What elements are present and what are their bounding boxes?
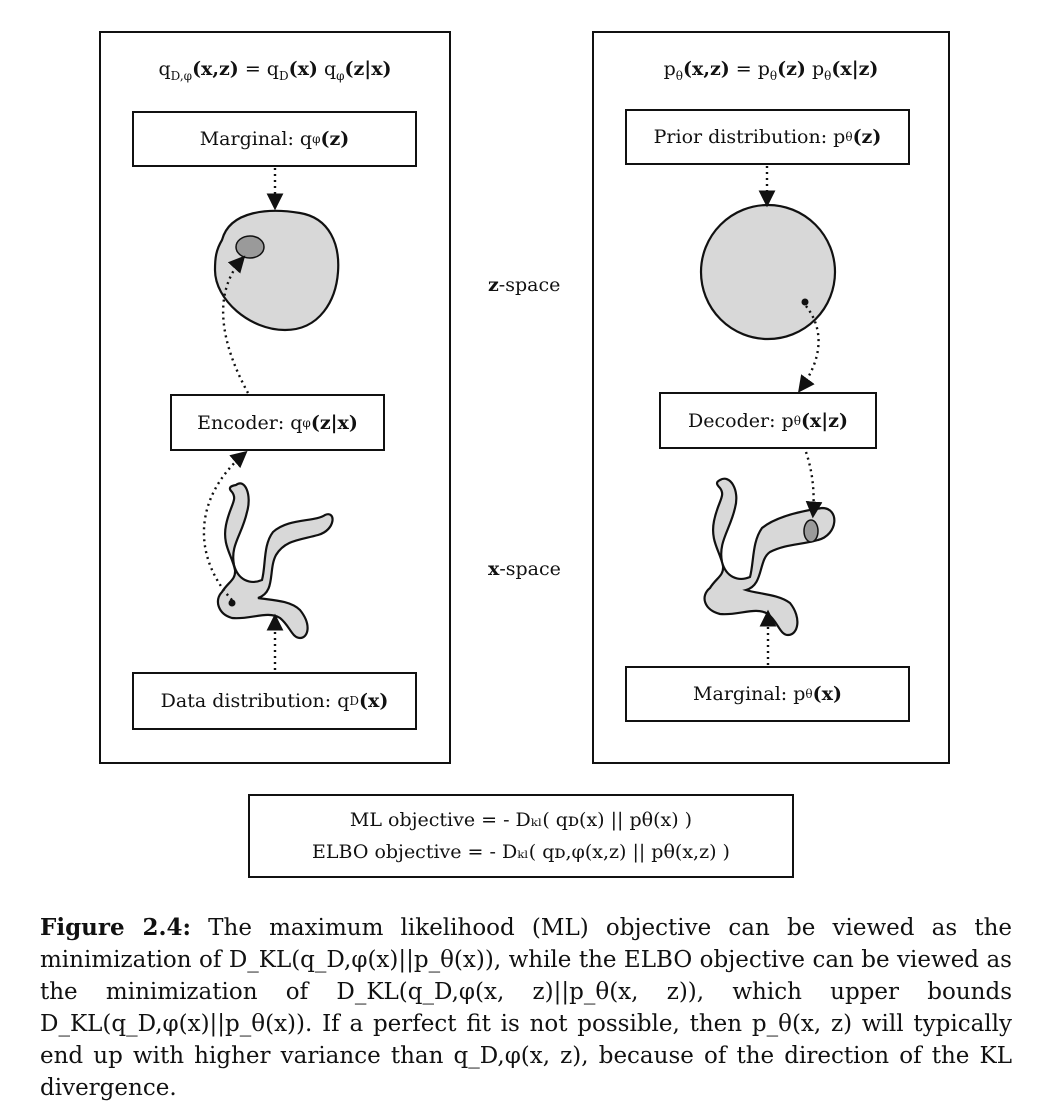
model-x-spot — [803, 519, 819, 543]
posterior-z-spot — [235, 235, 265, 259]
decoder-joint-equation: pθ(x,z) = pθ(z) pθ(x|z) — [663, 58, 879, 83]
figure-label: Figure 2.4: — [40, 914, 191, 941]
data-x-manifold — [216, 482, 334, 640]
ml-objective: ML objective = - Dₖₗ( qᴅ(x) || pθ(x) ) — [349, 809, 693, 831]
arrow-decoder-to-xspot — [804, 451, 823, 519]
x-space-label: x-space — [488, 558, 561, 580]
diagram-artwork — [202, 166, 837, 670]
objectives-box: ML objective = - Dₖₗ( qᴅ(x) || pθ(x) ) E… — [248, 794, 794, 878]
arrow-datapoint-to-encoder — [202, 450, 248, 601]
elbo-objective: ELBO objective = - Dₖₗ( qᴅ,φ(x,z) || pθ(… — [312, 841, 730, 863]
prior-z-circle — [699, 203, 837, 341]
prior-z-point — [801, 298, 809, 306]
figure-caption: Figure 2.4: The maximum likelihood (ML) … — [40, 912, 1012, 1104]
caption-text: The maximum likelihood (ML) objective ca… — [40, 915, 1012, 1101]
data-point — [228, 599, 236, 607]
arrow-zpoint-to-decoder — [798, 305, 820, 393]
encoder-joint-equation: qD,φ(x,z) = qD(x) qφ(z|x) — [158, 58, 392, 83]
z-space-label: z-space — [488, 274, 561, 296]
posterior-z-blob — [213, 209, 340, 332]
model-x-manifold — [703, 477, 836, 637]
